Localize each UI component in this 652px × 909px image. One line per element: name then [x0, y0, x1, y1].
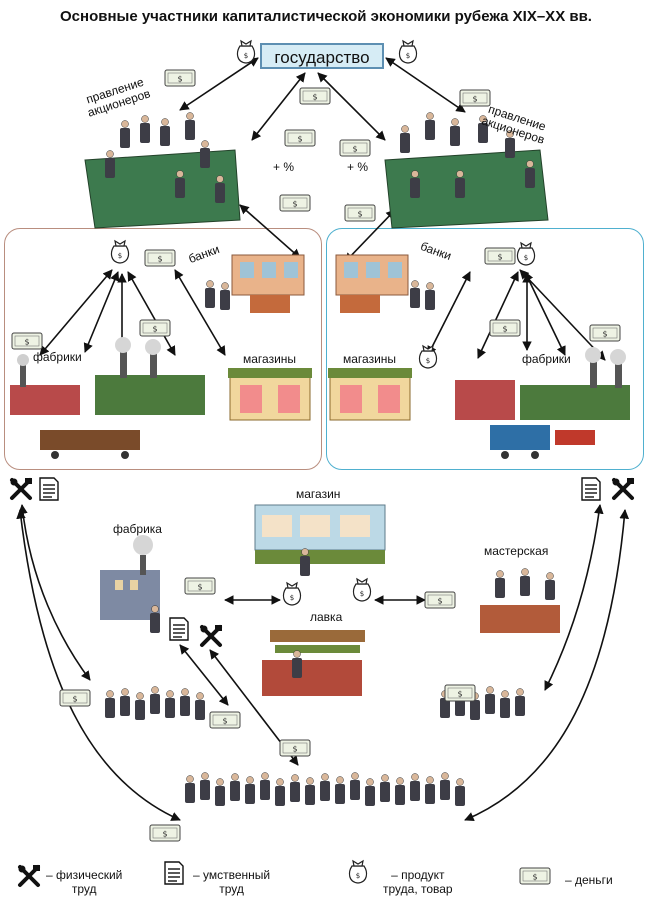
state-box: государство [260, 43, 384, 69]
right-region-arrows [427, 269, 606, 361]
legend-mental-label: – умственный труд [193, 868, 271, 896]
right-economy-region [326, 228, 644, 470]
right-factories-label: фабрики [522, 352, 571, 366]
right-factories-scene [455, 347, 630, 459]
right-board-scene [384, 112, 549, 229]
legend-money-label: – деньги [565, 873, 613, 887]
left-shop-scene [228, 368, 312, 421]
mid-kiosk-label: лавка [310, 610, 343, 624]
legend-product-label: – продукт труда, товар [383, 868, 453, 896]
mid-factory-scene [100, 535, 161, 634]
left-bank-scene [204, 254, 305, 313]
left-shops-label: магазины [243, 352, 297, 366]
state-arrows [179, 57, 466, 263]
left-percent-label: + % [273, 160, 295, 174]
right-percent-label: + % [347, 160, 369, 174]
mid-workshop-label: мастерская [484, 544, 549, 558]
left-workers-group [104, 686, 206, 721]
left-board-scene [84, 112, 241, 229]
left-factories-label: фабрики [33, 350, 82, 364]
right-bank-scene [335, 254, 436, 313]
bottom-crowd-group [184, 772, 466, 807]
right-shop-scene [328, 368, 412, 421]
left-factories-scene [10, 337, 205, 459]
mid-factory-label: фабрика [113, 522, 162, 536]
mid-shop-label: магазин [296, 487, 341, 501]
diagram-title: Основные участники капиталистической эко… [60, 8, 592, 25]
right-shops-label: магазины [343, 352, 397, 366]
mid-workshop-scene [480, 568, 560, 633]
mid-shop-scene [254, 504, 386, 577]
lower-arrows [16, 504, 630, 822]
left-economy-region [4, 228, 322, 470]
left-region-arrows [39, 269, 226, 356]
legend-physical-label: – физический труд [46, 868, 123, 896]
mid-kiosk-scene [262, 630, 365, 696]
